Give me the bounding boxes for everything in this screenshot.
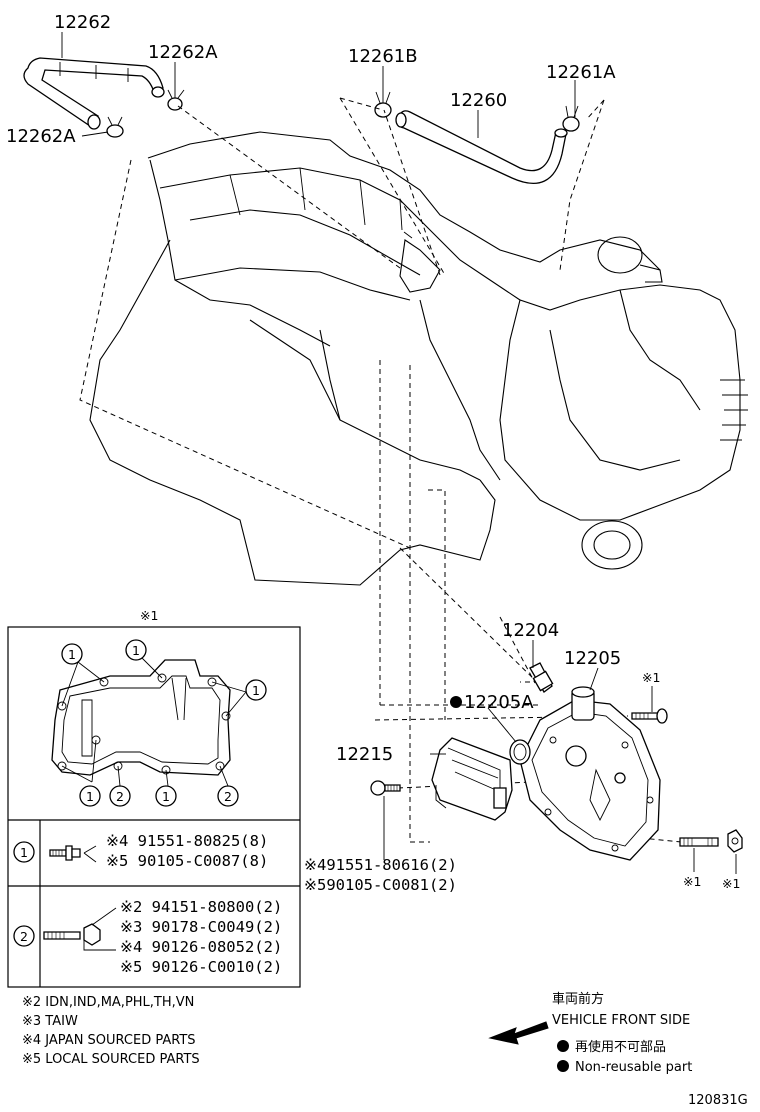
fitting-12204[interactable] bbox=[529, 662, 554, 693]
table-row-line: ※2 94151-80800(2) bbox=[120, 898, 282, 916]
inset-circle-1b bbox=[125, 639, 147, 661]
note-line: ※3 TAIW bbox=[22, 1014, 78, 1029]
oring-12205A[interactable] bbox=[509, 739, 531, 765]
nonreusable-dot-12205A bbox=[450, 696, 462, 708]
label-12262: 12262 bbox=[54, 12, 111, 33]
hose-12262[interactable] bbox=[23, 57, 165, 130]
nonreusable-dot-icon bbox=[557, 1060, 569, 1072]
label-12205A: 12205A bbox=[464, 692, 534, 713]
note-line: ※4 JAPAN SOURCED PARTS bbox=[22, 1033, 196, 1048]
clamp-12262A-left[interactable] bbox=[106, 116, 124, 138]
front-arrow-icon bbox=[488, 1021, 549, 1045]
inset-circle-label: 1 bbox=[252, 683, 260, 698]
table-row-line: ※4 90126-08052(2) bbox=[120, 938, 282, 956]
label-12261A: 12261A bbox=[546, 62, 616, 83]
inset-circle-label: 1 bbox=[132, 643, 140, 658]
inset-circle-1c bbox=[245, 679, 267, 701]
inset-circle-2b bbox=[217, 785, 239, 807]
label-12262A-left: 12262A bbox=[6, 126, 76, 147]
table-row-line: ※3 90178-C0049(2) bbox=[120, 918, 282, 936]
label-12205: 12205 bbox=[564, 648, 621, 669]
stud-bolt[interactable] bbox=[679, 837, 719, 847]
inset-circle-label: 1 bbox=[86, 789, 94, 804]
inset-circle-label: 1 bbox=[162, 789, 170, 804]
nonreusable-dot-icon bbox=[557, 1040, 569, 1052]
label-12215: 12215 bbox=[336, 744, 393, 765]
nonreuse-label-jp: 再使用不可部品 bbox=[575, 1039, 666, 1055]
inset-circle-1d bbox=[79, 785, 101, 807]
hose-12260[interactable] bbox=[395, 110, 568, 184]
inset-circle-1e bbox=[155, 785, 177, 807]
label-12261B: 12261B bbox=[348, 46, 418, 67]
clamp-12261A[interactable] bbox=[562, 105, 580, 132]
inset-ref-mark: ※1 bbox=[140, 608, 158, 623]
inset-circle-label: 2 bbox=[116, 789, 124, 804]
side-bolt-callout-2: ※590105-C0081(2) bbox=[304, 876, 457, 894]
table-row-id: 1 bbox=[20, 845, 28, 860]
note-line: ※5 LOCAL SOURCED PARTS bbox=[22, 1052, 200, 1067]
bolt-icon-row1 bbox=[49, 845, 81, 861]
inset-circle-2a bbox=[109, 785, 131, 807]
clamp-12262A-top[interactable] bbox=[167, 89, 185, 111]
front-label-jp: 車両前方 bbox=[552, 991, 604, 1007]
side-bolt-callout-1: ※491551-80616(2) bbox=[304, 856, 457, 874]
gasket-drawing bbox=[51, 659, 231, 776]
table-row-line: ※5 90126-C0010(2) bbox=[120, 958, 282, 976]
label-12260: 12260 bbox=[450, 90, 507, 111]
separator-12215[interactable] bbox=[431, 737, 513, 821]
front-label-en: VEHICLE FRONT SIDE bbox=[552, 1013, 690, 1028]
engine-assembly bbox=[89, 131, 748, 586]
inset-table bbox=[7, 626, 301, 988]
note-line: ※2 IDN,IND,MA,PHL,TH,VN bbox=[22, 995, 194, 1010]
bolt-cover[interactable] bbox=[631, 708, 668, 724]
table-row-line: ※4 91551-80825(8) bbox=[106, 832, 268, 850]
table-row-line: ※5 90105-C0087(8) bbox=[106, 852, 268, 870]
ref-mark-stud: ※1 bbox=[683, 874, 701, 889]
label-12204: 12204 bbox=[502, 620, 559, 641]
inset-circle-label: 1 bbox=[68, 647, 76, 662]
bolt-side[interactable] bbox=[370, 780, 401, 796]
label-12262A-top: 12262A bbox=[148, 42, 218, 63]
table-row-id: 2 bbox=[20, 929, 28, 944]
ref-mark-nut: ※1 bbox=[722, 876, 740, 891]
cover-12205[interactable] bbox=[519, 686, 661, 861]
bolt-icon-row2 bbox=[43, 923, 101, 946]
inset-circle-label: 2 bbox=[224, 789, 232, 804]
nonreuse-label-en: Non-reusable part bbox=[575, 1060, 692, 1075]
inset-circle-1a bbox=[61, 643, 83, 665]
ref-mark-cover-bolt: ※1 bbox=[642, 670, 660, 685]
figure-id: 120831G bbox=[688, 1093, 748, 1108]
nut[interactable] bbox=[727, 829, 743, 853]
